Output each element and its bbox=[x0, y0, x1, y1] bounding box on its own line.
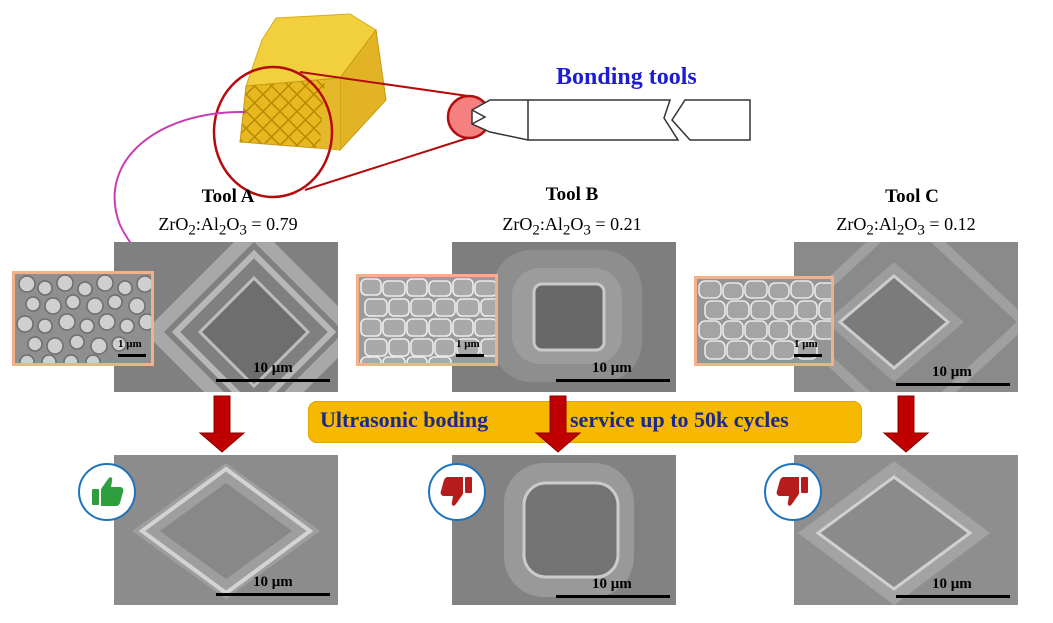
tool-c-top-scalebar bbox=[896, 383, 1010, 386]
zoom-circle-large bbox=[212, 65, 334, 199]
banner-text-part2: service up to 50k cycles bbox=[570, 407, 789, 432]
tool-b-title: Tool B bbox=[545, 184, 599, 205]
arrow-tool-c bbox=[882, 395, 930, 453]
thumbs-down-badge-tool-c bbox=[764, 463, 822, 521]
tool-c-inset bbox=[694, 276, 834, 366]
tool-b-ratio: ZrO2:Al2O3 = 0.21 bbox=[502, 214, 642, 239]
bonding-tools-label: Bonding tools bbox=[556, 64, 697, 90]
tool-b-inset-scalebar bbox=[456, 354, 484, 357]
tool-a-sem-after bbox=[114, 455, 338, 605]
thumbs-down-badge-tool-b bbox=[428, 463, 486, 521]
thumbs-down-icon bbox=[776, 477, 808, 506]
tool-c-bottom-scalebar bbox=[896, 595, 1010, 598]
tool-a-title: Tool A bbox=[201, 186, 255, 207]
tool-b-sem-after bbox=[452, 455, 676, 605]
thumbs-up-icon bbox=[92, 477, 124, 506]
tool-b-bottom-scale-label: 10 μm bbox=[592, 576, 632, 592]
tool-a-top-scalebar bbox=[216, 379, 330, 382]
tool-b-sem-before bbox=[452, 242, 676, 392]
thumbs-up-badge-tool-a bbox=[78, 463, 136, 521]
tool-c-sem-before bbox=[794, 242, 1018, 392]
tool-b-top-scalebar bbox=[556, 379, 670, 382]
tool-c-inset-scalebar bbox=[794, 354, 822, 357]
tool-a-top-scale-label: 10 μm bbox=[253, 360, 293, 376]
tool-a-bottom-scalebar bbox=[216, 593, 330, 596]
tool-b-top-scale-label: 10 μm bbox=[592, 360, 632, 376]
tool-a-sem-before bbox=[114, 242, 338, 392]
tool-a-inset-scale-label: 1 μm bbox=[118, 338, 142, 350]
tool-a-ratio: ZrO2:Al2O3 = 0.79 bbox=[158, 214, 298, 239]
thumbs-down-icon bbox=[440, 477, 472, 506]
tool-c-sem-after bbox=[794, 455, 1018, 605]
tool-c-ratio: ZrO2:Al2O3 = 0.12 bbox=[836, 214, 976, 239]
process-banner bbox=[308, 401, 862, 443]
tool-c-title: Tool C bbox=[885, 186, 939, 207]
tool-a-inset-scalebar bbox=[118, 354, 146, 357]
arrow-tool-a bbox=[198, 395, 246, 453]
tool-tip-side-front bbox=[316, 78, 340, 150]
tool-b-bottom-scalebar bbox=[556, 595, 670, 598]
bonding-tool-outline bbox=[471, 99, 680, 141]
tool-b-inset bbox=[356, 274, 498, 366]
tool-c-bottom-scale-label: 10 μm bbox=[932, 576, 972, 592]
banner-text-part1: Ultrasonic boding bbox=[320, 407, 489, 432]
tool-c-inset-scale-label: 1 μm bbox=[794, 338, 818, 350]
tool-a-bottom-scale-label: 10 μm bbox=[253, 574, 293, 590]
tool-b-inset-scale-label: 1 μm bbox=[456, 338, 480, 350]
arrow-tool-b bbox=[534, 395, 582, 453]
tool-c-top-scale-label: 10 μm bbox=[932, 364, 972, 380]
tool-a-inset bbox=[12, 271, 154, 366]
